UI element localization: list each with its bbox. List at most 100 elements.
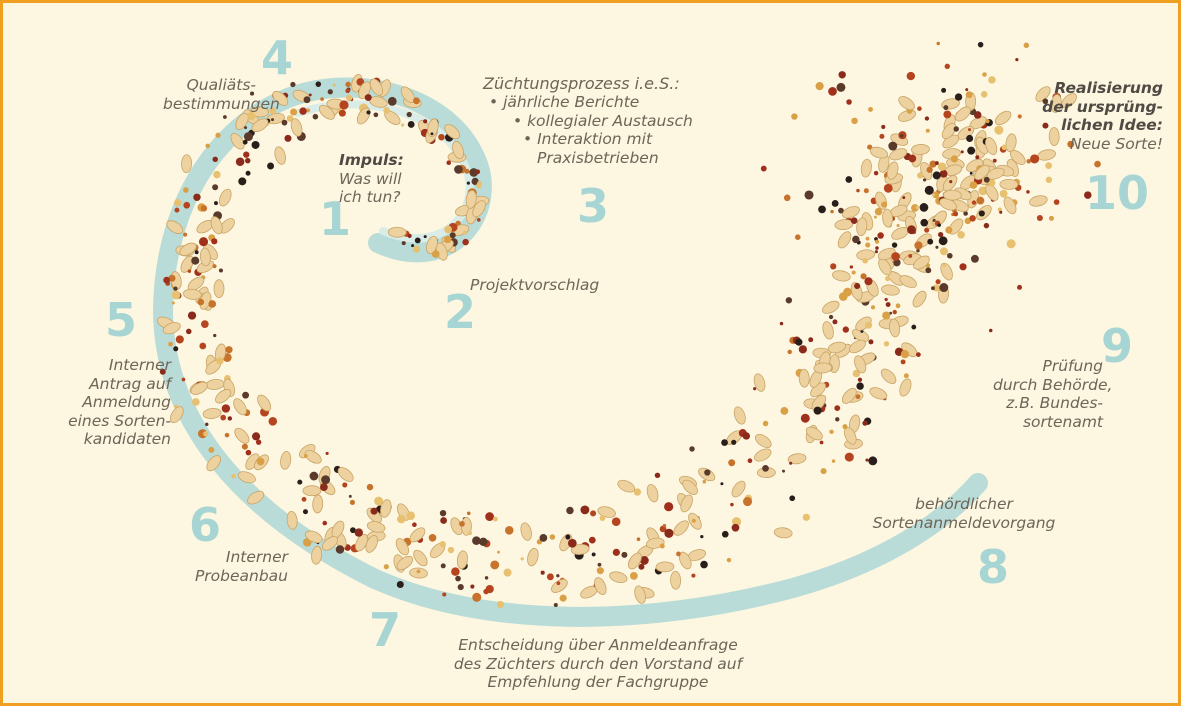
seed-mark <box>929 160 937 168</box>
seed-mark <box>1026 159 1031 164</box>
seed-mark <box>942 189 962 201</box>
seed-mark <box>428 533 437 542</box>
seed-mark <box>206 455 222 472</box>
seed-mark <box>864 277 873 286</box>
seed-mark <box>471 177 479 186</box>
seed-mark <box>798 345 807 354</box>
seed-mark <box>423 235 427 239</box>
seed-mark <box>492 516 498 522</box>
seed-mark <box>868 106 873 112</box>
seed-mark <box>899 134 904 138</box>
seed-mark <box>208 446 215 453</box>
seed-mark <box>199 342 207 350</box>
seed-mark <box>380 499 392 518</box>
seed-mark <box>664 502 674 512</box>
seed-mark <box>186 328 192 335</box>
seed-mark <box>449 232 456 239</box>
seed-mark <box>349 499 355 505</box>
seed-mark <box>798 368 810 388</box>
seed-mark <box>297 479 303 485</box>
seed-mark <box>924 116 930 121</box>
seed-mark <box>662 523 667 528</box>
seed-mark <box>902 196 906 200</box>
seed-mark <box>456 550 468 570</box>
seed-mark <box>193 193 201 201</box>
seed-mark <box>939 169 948 178</box>
seed-mark <box>945 226 953 234</box>
seed-mark <box>659 543 665 549</box>
seed-mark <box>882 311 891 320</box>
seed-mark <box>627 552 642 570</box>
seed-mark <box>216 357 224 365</box>
seed-mark <box>942 175 958 192</box>
seed-mark <box>551 579 568 593</box>
seed-mark <box>865 236 870 241</box>
seed-mark <box>819 440 824 445</box>
seed-mark <box>218 268 223 273</box>
seed-mark <box>303 96 311 104</box>
seed-mark <box>395 538 409 556</box>
seed-mark <box>242 391 250 399</box>
seed-mark <box>365 535 378 553</box>
seed-mark <box>237 471 256 484</box>
seed-mark <box>919 203 929 212</box>
seed-mark <box>342 482 348 488</box>
seed-mark <box>988 328 993 333</box>
seed-mark <box>227 416 233 421</box>
seed-mark <box>842 326 849 333</box>
seed-mark <box>243 132 253 142</box>
step-10-line: lichen Idee: <box>1061 116 1163 135</box>
seed-mark <box>813 406 822 415</box>
seed-mark <box>654 472 661 479</box>
seed-mark <box>932 193 936 197</box>
seed-mark <box>407 233 412 238</box>
seed-mark <box>884 297 888 302</box>
step-number-6: 6 <box>189 498 222 552</box>
seed-mark <box>940 262 953 281</box>
seed-mark <box>1048 127 1060 146</box>
seed-mark <box>468 531 473 536</box>
seed-mark <box>730 502 734 507</box>
seed-mark <box>235 112 249 131</box>
seed-mark <box>309 471 319 481</box>
step-label-3: Züchtungsprozess i.e.S.: jährliche Beric… <box>483 74 693 168</box>
step-label-6: Interner Probeanbau <box>193 548 288 585</box>
seed-mark <box>414 237 421 244</box>
step-9-line: Prüfung <box>1042 357 1104 375</box>
seed-mark <box>247 490 265 505</box>
step-number-2: 2 <box>444 285 477 339</box>
seed-mark <box>900 350 910 359</box>
seed-mark <box>849 265 854 269</box>
seed-mark <box>427 118 439 137</box>
seed-mark <box>315 81 322 87</box>
step-6-line: Interner <box>225 548 288 566</box>
seed-mark <box>733 406 746 425</box>
seed-mark <box>163 276 171 284</box>
seed-mark <box>963 211 968 216</box>
seed-mark <box>975 155 980 160</box>
seed-mark <box>860 273 867 280</box>
seed-mark <box>903 373 909 379</box>
seed-mark <box>406 511 415 521</box>
seed-mark <box>907 225 916 235</box>
seed-mark <box>485 512 495 521</box>
seed-mark <box>680 494 693 513</box>
seed-mark <box>914 241 923 250</box>
seed-mark <box>559 594 567 602</box>
seed-mark <box>869 387 888 400</box>
seed-mark <box>1036 214 1043 222</box>
seed-mark <box>591 552 596 557</box>
seed-mark <box>459 520 465 527</box>
seed-mark <box>173 286 178 291</box>
seed-mark <box>411 244 415 248</box>
seed-mark <box>350 527 356 534</box>
seed-mark <box>864 321 873 329</box>
step-9-line: durch Behörde, <box>993 375 1113 394</box>
seed-mark <box>290 118 303 137</box>
seed-mark <box>985 118 990 124</box>
seed-mark <box>636 537 641 542</box>
seed-mark <box>938 236 948 246</box>
seed-mark <box>356 78 365 86</box>
seed-mark <box>1084 191 1092 199</box>
seed-mark <box>789 495 796 502</box>
